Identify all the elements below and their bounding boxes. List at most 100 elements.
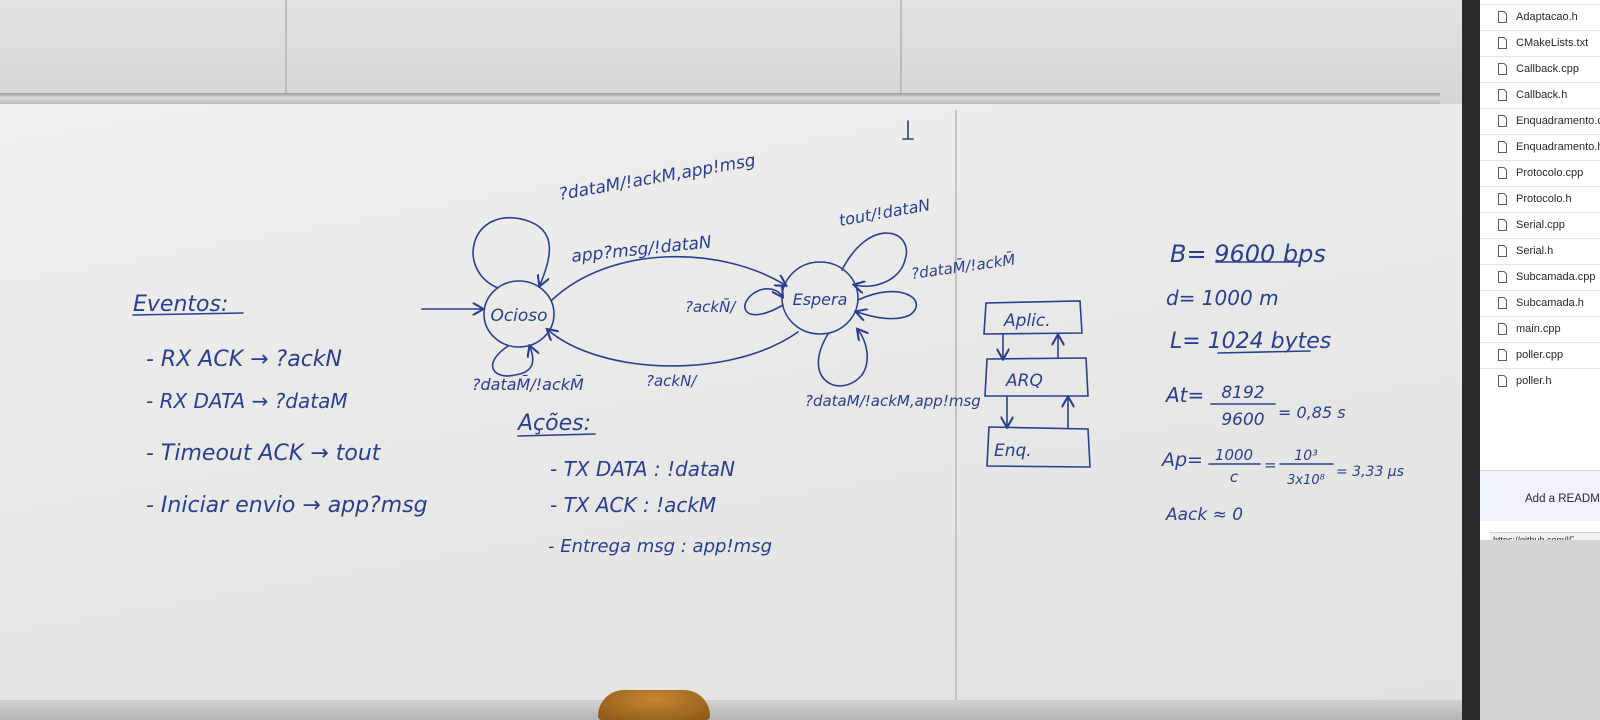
whiteboard-tray	[0, 700, 1480, 720]
calc-ap-eq: =	[1264, 456, 1277, 474]
calc-ap-result: = 3,33 µs	[1336, 464, 1404, 480]
arrow-espera-to-ocioso	[548, 330, 799, 367]
add-readme-button[interactable]: Add a README	[1480, 470, 1600, 521]
calc-ap-lhs: Ap=	[1160, 449, 1203, 471]
evento-item: - RX DATA → ?dataM	[146, 389, 348, 413]
file-row[interactable]: Subcamada.cpp	[1480, 264, 1600, 291]
layer-aplic: Aplic.	[1003, 311, 1051, 331]
arrow-ocioso-to-espera	[551, 255, 785, 301]
file-icon	[1498, 349, 1507, 361]
transition-espera-right-loop: ?dataM̄/!ackM̄	[910, 250, 1016, 283]
file-icon	[1498, 167, 1507, 179]
file-row[interactable]: Enquadramento.h	[1480, 134, 1600, 161]
evento-item: - Timeout ACK → tout	[146, 441, 382, 466]
file-name: CMakeLists.txt	[1516, 37, 1589, 49]
file-icon	[1498, 323, 1507, 335]
file-row[interactable]: Callback.cpp	[1480, 56, 1600, 83]
file-icon	[1498, 219, 1507, 231]
file-icon	[1498, 63, 1507, 75]
file-icon	[1498, 297, 1507, 309]
layer-enq: Enq.	[994, 441, 1032, 461]
calc-ap-den2: 3x10⁸	[1287, 473, 1325, 488]
loop-espera-bottom	[817, 330, 867, 387]
file-row[interactable]: poller.h	[1480, 368, 1600, 395]
loop-ocioso-bottom	[492, 346, 533, 377]
calc-ap-num: 1000	[1215, 446, 1253, 464]
file-icon	[1498, 115, 1507, 127]
layer-arq: ARQ	[1005, 371, 1043, 391]
loop-espera-tout	[841, 232, 908, 286]
whiteboard-seam	[955, 110, 957, 705]
orange-bag	[598, 690, 710, 720]
file-name: Subcamada.h	[1516, 297, 1584, 309]
file-icon	[1498, 193, 1507, 205]
state-ocioso-label: Ocioso	[490, 306, 547, 326]
wall-panel-seam	[285, 0, 287, 95]
file-icon	[1498, 37, 1507, 49]
calc-at-result: = 0,85 s	[1278, 403, 1346, 422]
wall-panel-seam	[900, 0, 902, 95]
file-name: Protocolo.cpp	[1516, 167, 1584, 179]
whiteboard-top-rail	[0, 93, 1440, 105]
transition-ocioso-bottom-loop: ?dataM̄/!ackM̄	[472, 375, 584, 394]
calc-at-den: 9600	[1221, 410, 1264, 430]
whiteboard	[0, 104, 1478, 700]
file-name: Callback.cpp	[1516, 63, 1579, 75]
file-row[interactable]: Callback.h	[1480, 82, 1600, 109]
acao-item: - TX ACK : !ackM	[550, 493, 716, 517]
file-row[interactable]: Serial.cpp	[1480, 212, 1600, 239]
transition-espera-bottom-loop: ?dataM/!ackM,app!msg	[805, 392, 981, 410]
calc-at-lhs: At=	[1164, 383, 1204, 407]
loop-espera-left	[744, 289, 783, 316]
evento-item: - Iniciar envio → app?msg	[146, 493, 428, 518]
file-row[interactable]: Subcamada.h	[1480, 290, 1600, 317]
file-icon	[1498, 245, 1507, 257]
layer-box-arq	[984, 357, 1089, 397]
state-espera-label: Espera	[793, 290, 848, 309]
file-icon	[1498, 11, 1507, 23]
projected-file-list: Adaptacao.h CMakeLists.txt Callback.cpp …	[1480, 0, 1600, 540]
loop-ocioso-top	[472, 217, 551, 289]
eventos-title: Eventos:	[133, 292, 228, 317]
transition-ocioso-to-espera: app?msg/!dataN	[570, 232, 712, 267]
board-mark	[902, 120, 914, 140]
file-name: Enquadramento.cpp	[1516, 115, 1600, 127]
layer-box-enq	[986, 426, 1091, 468]
file-name: Callback.h	[1516, 89, 1568, 101]
file-row[interactable]: Adaptacao.h	[1480, 4, 1600, 31]
file-name: Adaptacao.h	[1516, 11, 1578, 23]
projector-screen-frame	[1462, 0, 1480, 720]
transition-espera-tout: tout/!dataN	[837, 195, 931, 230]
file-name: Serial.cpp	[1516, 219, 1565, 231]
file-row[interactable]: Enquadramento.cpp	[1480, 108, 1600, 135]
file-row[interactable]: main.cpp	[1480, 316, 1600, 343]
file-icon	[1498, 271, 1507, 283]
file-icon	[1498, 375, 1507, 387]
file-name: poller.h	[1516, 375, 1552, 387]
calc-ap-den: c	[1230, 468, 1239, 486]
file-name: Serial.h	[1516, 245, 1554, 257]
calc-at-num: 8192	[1221, 383, 1264, 403]
file-name: Protocolo.h	[1516, 193, 1572, 205]
file-name: main.cpp	[1516, 323, 1561, 335]
acao-item: - Entrega msg : app!msg	[548, 536, 772, 557]
file-row[interactable]: Protocolo.cpp	[1480, 160, 1600, 187]
acoes-title: Ações:	[516, 411, 591, 436]
loop-espera-right	[857, 290, 917, 319]
file-icon	[1498, 89, 1507, 101]
transition-ocioso-top-loop: ?dataM/!ackM,app!msg	[557, 151, 757, 205]
transition-espera-left-loop: ?ackN̄/	[685, 297, 737, 316]
acao-item: - TX DATA : !dataN	[550, 457, 735, 481]
file-row[interactable]: poller.cpp	[1480, 342, 1600, 369]
file-row[interactable]: Serial.h	[1480, 238, 1600, 265]
file-row[interactable]: CMakeLists.txt	[1480, 30, 1600, 57]
file-row[interactable]: Protocolo.h	[1480, 186, 1600, 213]
calc-d: d= 1000 m	[1166, 286, 1279, 310]
transition-espera-to-ocioso: ?ackN/	[646, 372, 698, 390]
add-readme-label: Add a README	[1525, 493, 1600, 505]
underline-eventos	[132, 312, 244, 316]
file-icon	[1498, 141, 1507, 153]
file-name: Enquadramento.h	[1516, 141, 1600, 153]
file-name: poller.cpp	[1516, 349, 1564, 361]
